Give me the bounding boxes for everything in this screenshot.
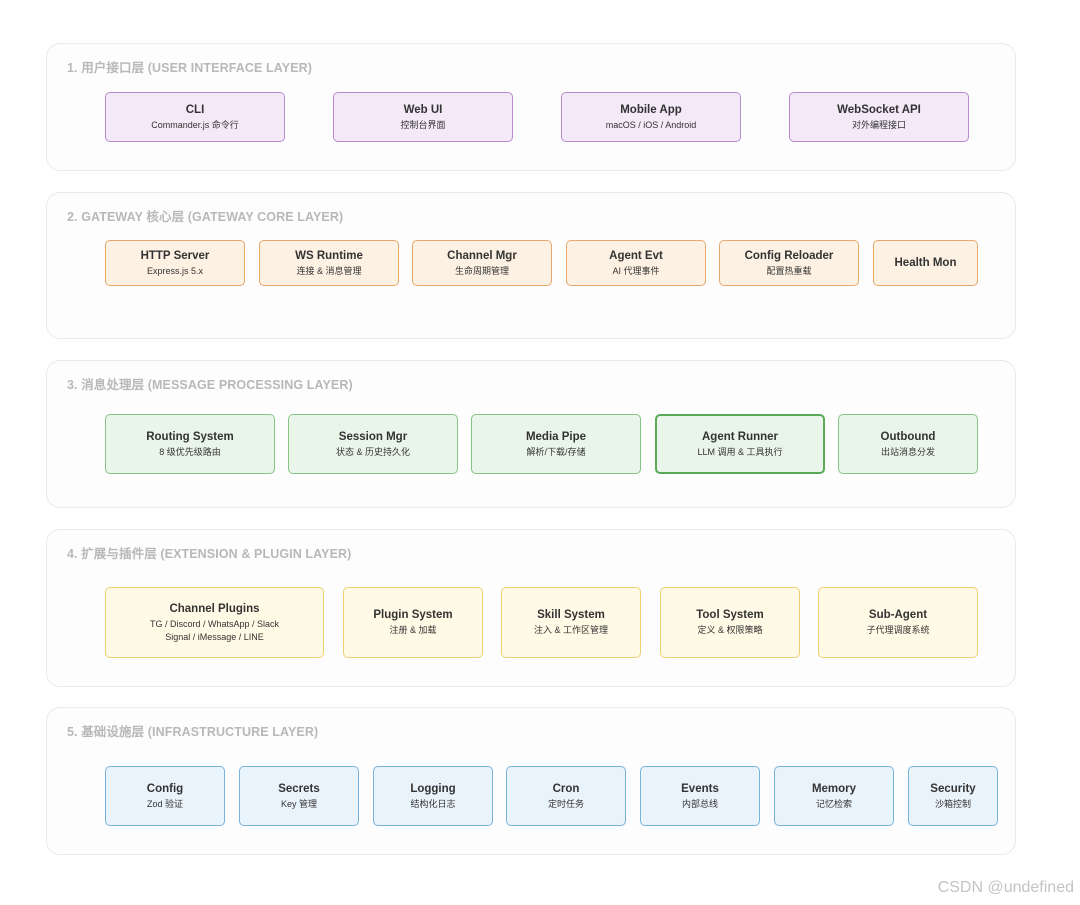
box-skill-system[interactable]: Skill System 注入 & 工作区管理	[501, 587, 641, 658]
box-subtitle: 解析/下载/存储	[526, 446, 586, 457]
box-title: CLI	[185, 103, 205, 116]
box-config[interactable]: Config Zod 验证	[105, 766, 225, 826]
layer-title: 1. 用户接口层 (USER INTERFACE LAYER)	[67, 61, 313, 75]
layer-title: 4. 扩展与插件层 (EXTENSION & PLUGIN LAYER)	[67, 547, 352, 561]
box-title: Config	[146, 782, 184, 795]
box-secrets[interactable]: Secrets Key 管理	[239, 766, 359, 826]
box-title: Tool System	[696, 609, 764, 621]
box-logging[interactable]: Logging 结构化日志	[373, 766, 493, 826]
box-title: Agent Runner	[701, 430, 779, 443]
box-outbound[interactable]: Outbound 出站消息分发	[838, 414, 978, 474]
box-title: Config Reloader	[744, 249, 834, 262]
box-subtitle: 内部总线	[681, 798, 718, 809]
box-sub-agent[interactable]: Sub-Agent 子代理调度系统	[818, 587, 978, 658]
box-ws-runtime[interactable]: WS Runtime 连接 & 消息管理	[259, 240, 399, 286]
box-subtitle: TG / Discord / WhatsApp / Slack	[149, 618, 280, 629]
box-media-pipe[interactable]: Media Pipe 解析/下载/存储	[471, 414, 641, 474]
box-title: Health Mon	[894, 256, 957, 269]
box-title: WS Runtime	[295, 249, 363, 262]
box-agent-evt[interactable]: Agent Evt AI 代理事件	[566, 240, 706, 286]
box-subtitle: 控制台界面	[400, 119, 446, 130]
box-subtitle: 结构化日志	[410, 798, 456, 809]
box-subtitle: 沙箱控制	[934, 798, 971, 809]
box-subtitle: macOS / iOS / Android	[605, 119, 697, 130]
box-title: Routing System	[146, 430, 234, 443]
box-subtitle: 生命周期管理	[454, 265, 509, 276]
box-title: Memory	[811, 782, 857, 795]
box-security[interactable]: Security 沙箱控制	[908, 766, 998, 826]
box-session-mgr[interactable]: Session Mgr 状态 & 历史持久化	[288, 414, 458, 474]
box-title: Logging	[410, 782, 456, 795]
box-subtitle: 记忆检索	[815, 798, 852, 809]
box-title: Sub-Agent	[868, 609, 928, 621]
box-subtitle: 定时任务	[547, 798, 584, 809]
box-subtitle: AI 代理事件	[612, 265, 660, 276]
box-subtitle: 连接 & 消息管理	[296, 265, 362, 276]
box-plugin-system[interactable]: Plugin System 注册 & 加载	[343, 587, 483, 658]
layer-title: 3. 消息处理层 (MESSAGE PROCESSING LAYER)	[67, 378, 353, 392]
box-routing-system[interactable]: Routing System 8 级优先级路由	[105, 414, 275, 474]
box-title: WebSocket API	[837, 103, 921, 116]
box-subtitle: 对外编程接口	[851, 119, 906, 130]
box-subtitle: 状态 & 历史持久化	[335, 446, 410, 457]
box-title: Security	[930, 782, 976, 795]
box-title: Session Mgr	[338, 430, 408, 443]
box-title: Cron	[552, 782, 580, 795]
box-websocket-api[interactable]: WebSocket API 对外编程接口	[789, 92, 969, 142]
box-events[interactable]: Events 内部总线	[640, 766, 760, 826]
box-subtitle: 8 级优先级路由	[159, 446, 221, 457]
box-subtitle-2: Signal / iMessage / LINE	[165, 631, 264, 642]
box-memory[interactable]: Memory 记忆检索	[774, 766, 894, 826]
box-subtitle: 出站消息分发	[880, 446, 935, 457]
box-subtitle: Zod 验证	[146, 798, 183, 809]
box-title: Events	[681, 782, 719, 795]
box-subtitle: Commander.js 命令行	[151, 119, 239, 130]
box-channel-mgr[interactable]: Channel Mgr 生命周期管理	[412, 240, 552, 286]
box-subtitle: 注入 & 工作区管理	[533, 625, 608, 635]
box-title: Web UI	[403, 103, 443, 116]
box-subtitle: Key 管理	[280, 798, 317, 809]
box-title: Mobile App	[620, 103, 682, 116]
box-subtitle: Express.js 5.x	[146, 265, 204, 276]
box-cli[interactable]: CLI Commander.js 命令行	[105, 92, 285, 142]
box-subtitle: 配置热重载	[766, 265, 812, 276]
layer-title: 2. GATEWAY 核心层 (GATEWAY CORE LAYER)	[67, 210, 344, 224]
box-title: Secrets	[278, 782, 320, 795]
box-http-server[interactable]: HTTP Server Express.js 5.x	[105, 240, 245, 286]
box-subtitle: LLM 调用 & 工具执行	[697, 446, 783, 457]
box-title: Outbound	[880, 430, 936, 443]
box-subtitle: 定义 & 权限策略	[697, 625, 763, 635]
box-health-mon[interactable]: Health Mon	[873, 240, 978, 286]
box-mobile-app[interactable]: Mobile App macOS / iOS / Android	[561, 92, 741, 142]
box-agent-runner[interactable]: Agent Runner LLM 调用 & 工具执行	[655, 414, 825, 474]
box-title: Channel Mgr	[447, 249, 517, 262]
box-title: Skill System	[537, 609, 605, 621]
box-channel-plugins[interactable]: Channel Plugins TG / Discord / WhatsApp …	[105, 587, 324, 658]
box-subtitle: 注册 & 加载	[389, 625, 437, 635]
box-title: HTTP Server	[140, 249, 210, 262]
box-subtitle: 子代理调度系统	[866, 625, 930, 635]
watermark: CSDN @undefined	[937, 879, 1074, 896]
box-title: Plugin System	[373, 609, 453, 621]
box-web-ui[interactable]: Web UI 控制台界面	[333, 92, 513, 142]
box-tool-system[interactable]: Tool System 定义 & 权限策略	[660, 587, 800, 658]
box-cron[interactable]: Cron 定时任务	[506, 766, 626, 826]
layer-title: 5. 基础设施层 (INFRASTRUCTURE LAYER)	[67, 725, 319, 739]
box-config-reloader[interactable]: Config Reloader 配置热重载	[719, 240, 859, 286]
box-title: Channel Plugins	[169, 602, 260, 615]
box-title: Agent Evt	[609, 249, 663, 262]
box-title: Media Pipe	[525, 430, 587, 443]
